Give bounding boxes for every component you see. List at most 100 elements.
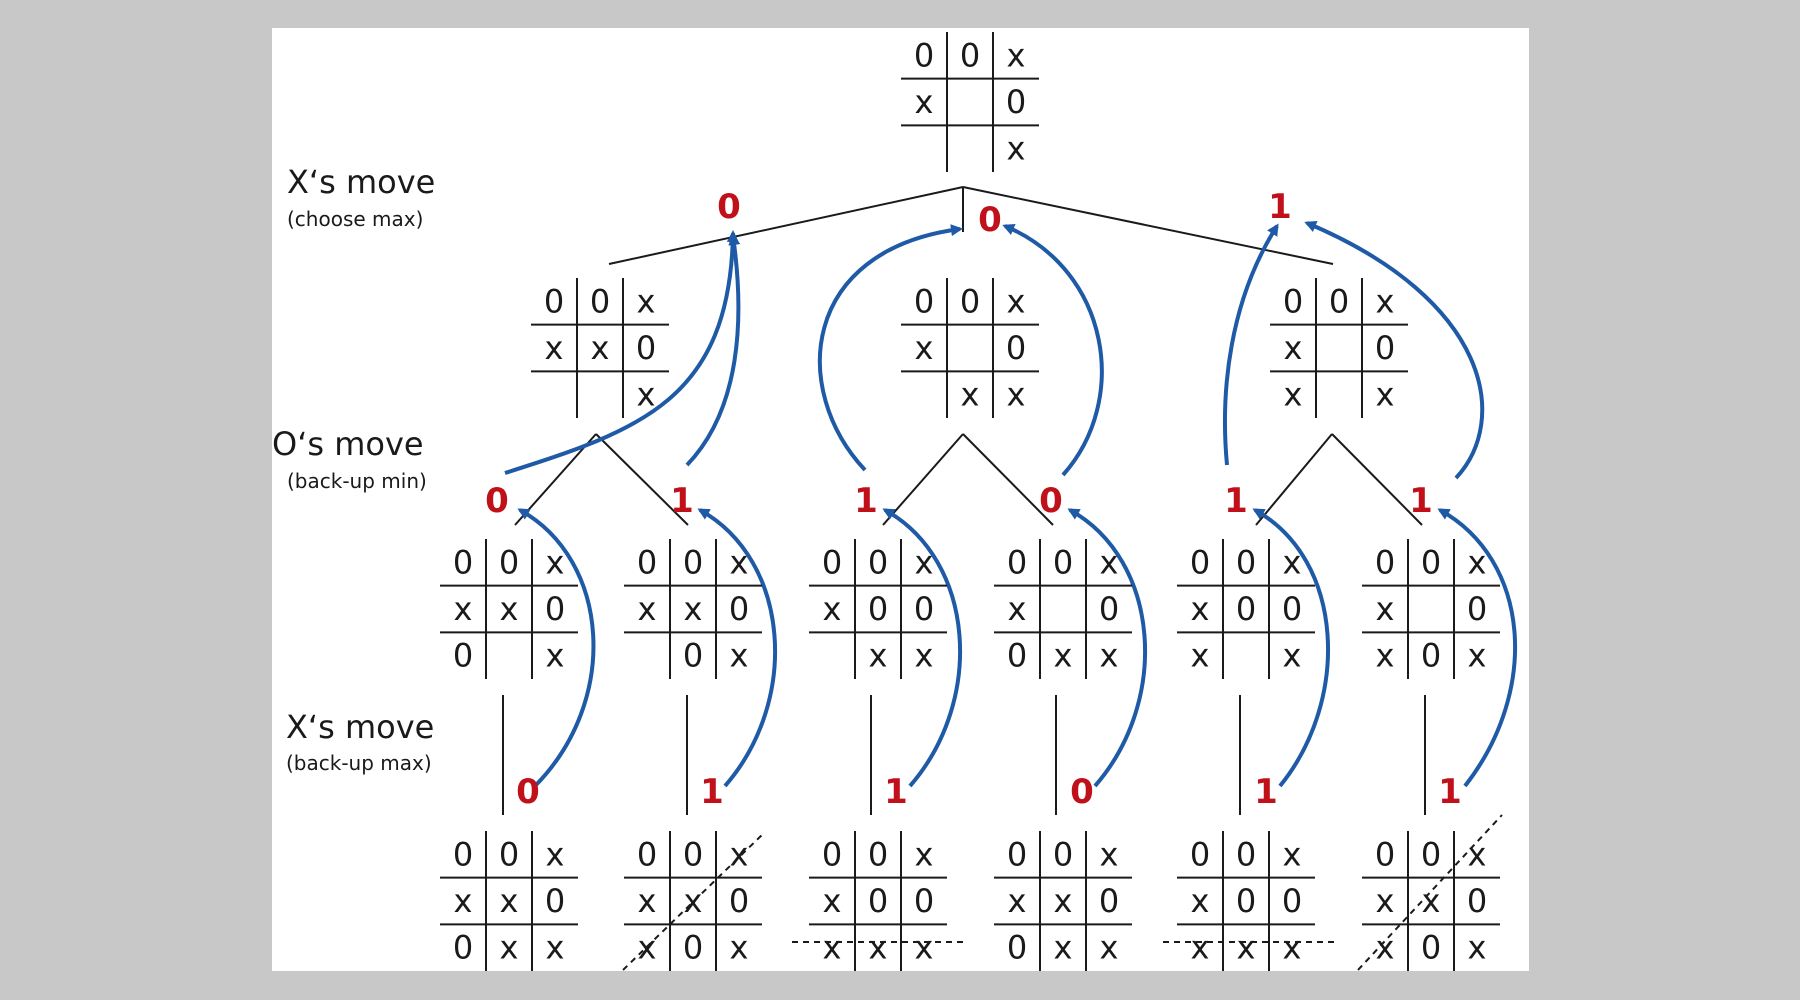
board-cell: 0 bbox=[1375, 835, 1395, 873]
value-l1-left: 0 bbox=[717, 187, 741, 227]
board-cell: 0 bbox=[1421, 929, 1441, 967]
board-cell: x bbox=[637, 282, 656, 320]
value-l2-3: 1 bbox=[854, 481, 878, 521]
board-cell: x bbox=[961, 376, 980, 414]
fork-1-right bbox=[595, 433, 689, 526]
label-xs-move-choose-max-sub: (choose max) bbox=[287, 207, 423, 231]
board-cell: 0 bbox=[914, 282, 934, 320]
fork-3-right bbox=[1331, 433, 1423, 526]
board-cell: 0 bbox=[1007, 835, 1027, 873]
board-cell: x bbox=[915, 329, 934, 367]
board-cell: x bbox=[915, 637, 934, 675]
board-cell: 0 bbox=[914, 36, 934, 74]
board-cell: x bbox=[915, 929, 934, 967]
board-cell: x bbox=[1100, 929, 1119, 967]
board-cell: x bbox=[1468, 637, 1487, 675]
arrow-l2a-to-l1a bbox=[504, 230, 739, 475]
arrow-leaf6-to-l2f bbox=[1437, 508, 1517, 788]
board-cell: x bbox=[1284, 329, 1303, 367]
board-cell: 0 bbox=[453, 543, 473, 581]
board-cell: 0 bbox=[1190, 835, 1210, 873]
board-cell: x bbox=[1468, 835, 1487, 873]
board-cell: x bbox=[1007, 376, 1026, 414]
board-cell: x bbox=[546, 835, 565, 873]
board-cell: 0 bbox=[868, 835, 888, 873]
board-cell: x bbox=[823, 590, 842, 628]
board-cell: 0 bbox=[544, 282, 564, 320]
board-cell: 0 bbox=[1007, 543, 1027, 581]
board-cell: 0 bbox=[960, 36, 980, 74]
board-cell: 0 bbox=[453, 929, 473, 967]
board-cell: x bbox=[1376, 637, 1395, 675]
board-cell: x bbox=[1283, 637, 1302, 675]
board-cell: 0 bbox=[683, 543, 703, 581]
board-cell: x bbox=[1283, 929, 1302, 967]
board-cell: x bbox=[823, 929, 842, 967]
arrow-leaf2-to-l2b bbox=[697, 508, 777, 788]
board-cell: 0 bbox=[1099, 590, 1119, 628]
label-xs-move-choose-max-title: X‘s move bbox=[287, 163, 435, 201]
value-l3-2: 1 bbox=[700, 772, 724, 812]
board-cell: x bbox=[1100, 637, 1119, 675]
tree-edges bbox=[502, 186, 1426, 815]
board-cell: 0 bbox=[499, 543, 519, 581]
fork-2-right bbox=[962, 433, 1054, 526]
board-cell: 0 bbox=[453, 835, 473, 873]
node-values: 0 0 1 0 1 1 0 1 1 0 1 1 0 1 1 bbox=[485, 187, 1462, 812]
board-cell: 0 bbox=[1190, 543, 1210, 581]
board-cell: x bbox=[1283, 543, 1302, 581]
board-cell: 0 bbox=[1282, 590, 1302, 628]
board-cell: x bbox=[1008, 882, 1027, 920]
board-cell: x bbox=[1376, 590, 1395, 628]
value-l1-right: 1 bbox=[1268, 187, 1292, 227]
board-cell: 0 bbox=[868, 543, 888, 581]
board-cell: x bbox=[1007, 36, 1026, 74]
arrow-leaf4-to-l2d bbox=[1067, 508, 1147, 788]
board-cell: x bbox=[500, 929, 519, 967]
arrow-l2e-to-l1c bbox=[1222, 223, 1279, 466]
board-cell: x bbox=[1191, 929, 1210, 967]
value-l2-5: 1 bbox=[1224, 481, 1248, 521]
board-cell: x bbox=[1100, 835, 1119, 873]
board-cell: x bbox=[591, 329, 610, 367]
board-cell: x bbox=[1283, 835, 1302, 873]
board-cell: 0 bbox=[822, 835, 842, 873]
backup-arrows bbox=[504, 220, 1517, 788]
board-cell: 0 bbox=[914, 882, 934, 920]
board-cell: 0 bbox=[683, 929, 703, 967]
value-l2-2: 1 bbox=[670, 481, 694, 521]
board-cell: x bbox=[1191, 882, 1210, 920]
board-cell: 0 bbox=[1283, 282, 1303, 320]
board-cell: x bbox=[730, 929, 749, 967]
board-cell: x bbox=[638, 590, 657, 628]
board-cell: x bbox=[915, 83, 934, 121]
board-cell: x bbox=[869, 637, 888, 675]
board-cell: 0 bbox=[1236, 543, 1256, 581]
board-cell: x bbox=[1284, 376, 1303, 414]
board-cell: 0 bbox=[545, 882, 565, 920]
board-cell: 0 bbox=[1282, 882, 1302, 920]
board-cell: x bbox=[1008, 590, 1027, 628]
board-cell: 0 bbox=[1236, 835, 1256, 873]
board-cell: 0 bbox=[1467, 882, 1487, 920]
board-cell: 0 bbox=[729, 882, 749, 920]
board-cell: 0 bbox=[636, 329, 656, 367]
board-cell: x bbox=[1191, 590, 1210, 628]
arrow-leaf5-to-l2e bbox=[1252, 508, 1330, 788]
board-cell: x bbox=[684, 882, 703, 920]
edge-root-right bbox=[962, 186, 1334, 265]
board-cell: 0 bbox=[545, 590, 565, 628]
arrow-l2b-to-l1a bbox=[685, 233, 741, 467]
label-os-move-title: O‘s move bbox=[272, 425, 424, 463]
board-cell: 0 bbox=[1467, 590, 1487, 628]
value-l3-6: 1 bbox=[1438, 772, 1462, 812]
board-cell: x bbox=[1007, 282, 1026, 320]
